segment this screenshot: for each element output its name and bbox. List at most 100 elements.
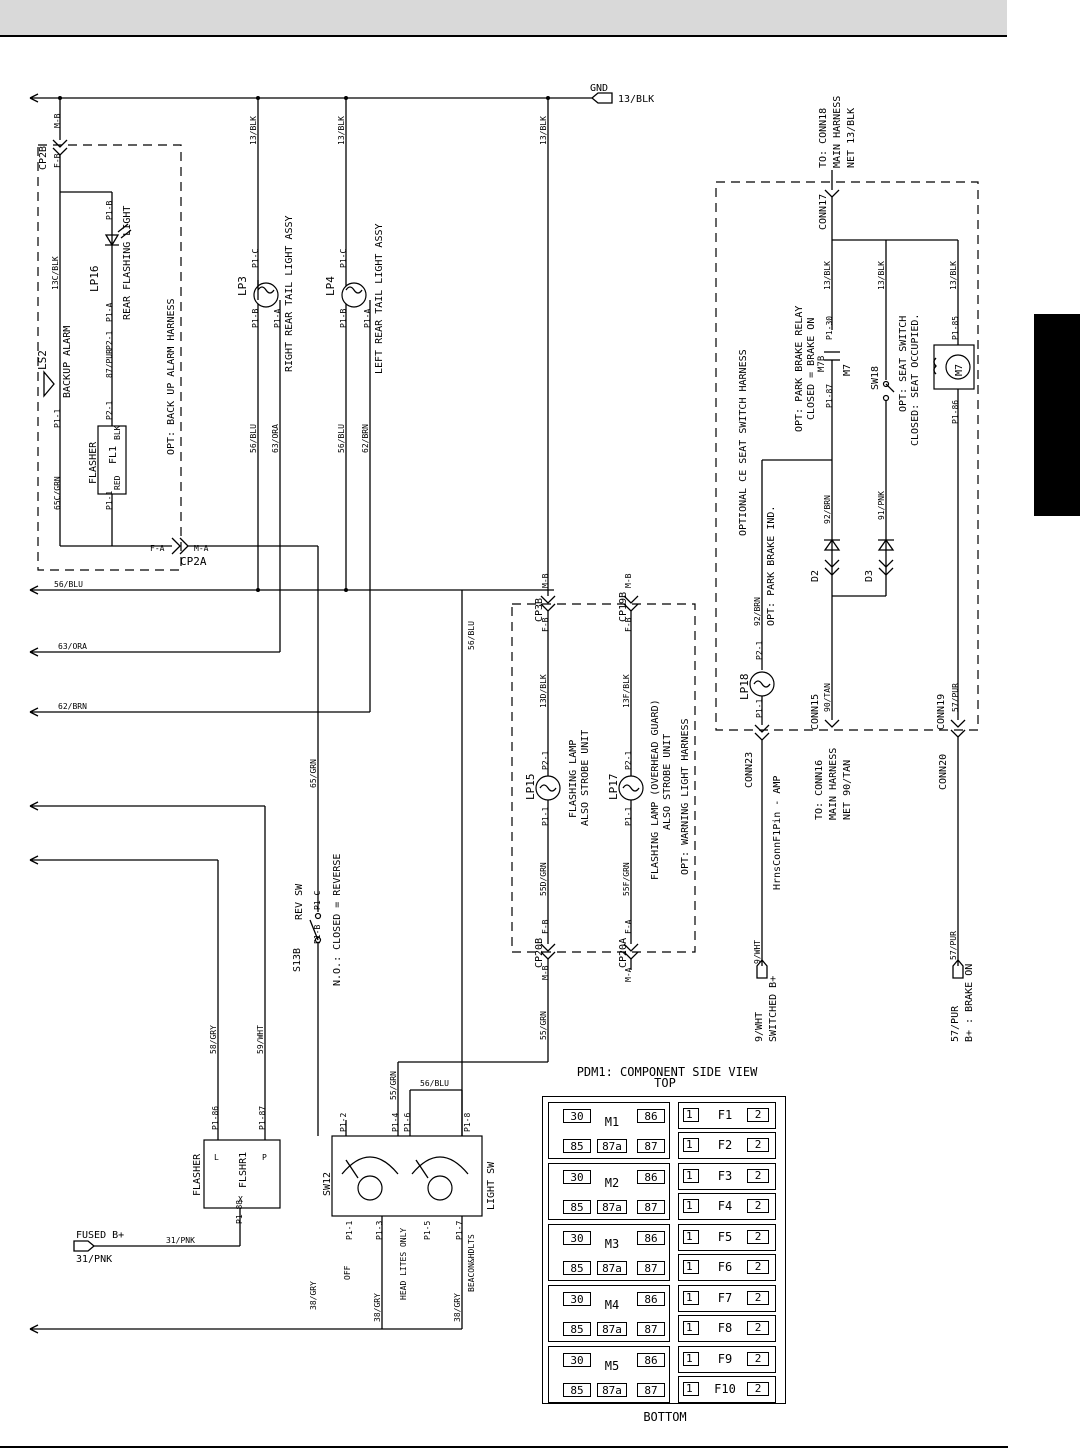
cp19b-label: CP19B — [618, 592, 629, 622]
fuse-name: F10 — [714, 1382, 736, 1396]
svg-text:CONN15: CONN15 — [810, 694, 821, 730]
svg-text:56/BLU: 56/BLU — [249, 424, 258, 453]
svg-text:M-B: M-B — [53, 113, 62, 128]
svg-text:13/BLK: 13/BLK — [539, 116, 548, 145]
fuse-pin-1: 1 — [683, 1169, 699, 1183]
svg-text:P1-86: P1-86 — [211, 1106, 220, 1130]
relay-name: M4 — [604, 1298, 620, 1312]
svg-text:F-A: F-A — [624, 919, 633, 934]
section-tab — [1034, 314, 1080, 516]
svg-text:F-B: F-B — [624, 617, 633, 632]
svg-text:LP17: LP17 — [607, 774, 620, 801]
svg-text:63/ORA: 63/ORA — [271, 424, 280, 453]
svg-text:F-B: F-B — [541, 617, 550, 632]
ground-bus: GND 13/BLK — [29, 83, 654, 105]
relay-terminal-t86: 86 — [637, 1231, 665, 1245]
svg-text:92/BRN: 92/BRN — [753, 597, 762, 626]
fuse-pin-1: 1 — [683, 1291, 699, 1305]
relay-terminal-t85: 85 — [563, 1322, 591, 1336]
fuse-pin-1: 1 — [683, 1230, 699, 1244]
svg-text:59/WHT: 59/WHT — [256, 1025, 265, 1054]
ls2-backup-alarm: LS2 BACKUP ALARM P1-1 P2-1 — [36, 326, 114, 428]
svg-text:LP3: LP3 — [236, 276, 249, 296]
fuse-name: F8 — [717, 1321, 733, 1335]
svg-text:P1-5: P1-5 — [423, 1221, 432, 1240]
relay-terminal-t85: 85 — [563, 1200, 591, 1214]
warning-light-harness: CP3B M-B F-B 13D/BLK LP15 FLASHING LAMP … — [461, 98, 696, 1136]
svg-text:FLSHR1: FLSHR1 — [238, 1152, 249, 1188]
backup-harness-note: OPT: BACK UP ALARM HARNESS — [166, 298, 177, 455]
svg-text:13/BLK: 13/BLK — [877, 261, 886, 290]
svg-text:P1-7: P1-7 — [455, 1221, 464, 1240]
svg-text:62/BRN: 62/BRN — [361, 424, 370, 453]
svg-text:F-A: F-A — [150, 544, 165, 553]
tail-lights: LP3 RIGHT REAR TAIL LIGHT ASSY P1-C P1-B… — [236, 98, 548, 712]
svg-text:92/BRN: 92/BRN — [823, 495, 832, 524]
svg-text:56/BLU: 56/BLU — [467, 621, 476, 650]
svg-text:P1-1: P1-1 — [541, 807, 550, 826]
fuse-pin-2: 2 — [747, 1352, 769, 1366]
fuse-pin-2: 2 — [747, 1291, 769, 1305]
relay-terminal-t87: 87 — [637, 1139, 665, 1153]
relay-terminal-t30: 30 — [563, 1231, 591, 1245]
svg-text:BLK: BLK — [113, 425, 122, 440]
svg-text:13/BLK: 13/BLK — [249, 116, 258, 145]
svg-text:CONN23: CONN23 — [744, 752, 755, 788]
svg-text:P2-1: P2-1 — [624, 751, 633, 770]
wire-62-brn-label: 62/BRN — [58, 702, 87, 711]
svg-text:58/GRY: 58/GRY — [209, 1025, 218, 1054]
gnd-net-label: 13/BLK — [618, 94, 654, 105]
relay-terminal-t87a: 87a — [597, 1139, 627, 1153]
svg-text:P1-2: P1-2 — [339, 1113, 348, 1132]
svg-text:P2-1: P2-1 — [541, 751, 550, 770]
fuse-name: F6 — [717, 1260, 733, 1274]
svg-text:P1-B: P1-B — [251, 309, 260, 328]
svg-text:P1-86: P1-86 — [951, 400, 960, 424]
fuse-pin-2: 2 — [747, 1230, 769, 1244]
svg-text:M7: M7 — [842, 364, 853, 376]
relay-terminal-t87a: 87a — [597, 1200, 627, 1214]
relay-terminal-t87a: 87a — [597, 1322, 627, 1336]
svg-text:P1-B: P1-B — [339, 309, 348, 328]
svg-text:P: P — [262, 1153, 267, 1162]
svg-text:BACKUP ALARM: BACKUP ALARM — [62, 326, 73, 398]
svg-text:31/PNK: 31/PNK — [166, 1236, 195, 1245]
svg-text:F-B: F-B — [53, 153, 62, 168]
svg-text:P1-4: P1-4 — [391, 1113, 400, 1132]
svg-text:M-A: M-A — [624, 967, 633, 982]
fuse-pin-2: 2 — [747, 1321, 769, 1335]
relay-terminal-t85: 85 — [563, 1261, 591, 1275]
svg-text:FLASHER: FLASHER — [192, 1153, 203, 1196]
svg-text:LS2: LS2 — [36, 350, 49, 370]
svg-text:M-B: M-B — [541, 965, 550, 980]
seat-switch-harness: TO: CONN18 MAIN HARNESS NET 13/BLK CONN1… — [715, 96, 979, 1042]
relay-terminal-t86: 86 — [637, 1353, 665, 1367]
svg-text:CONN17: CONN17 — [818, 194, 829, 230]
svg-text:57/PUR: 57/PUR — [949, 931, 958, 960]
fuse-pin-1: 1 — [683, 1199, 699, 1213]
svg-text:P2-1: P2-1 — [105, 331, 114, 350]
relay-terminal-t30: 30 — [563, 1292, 591, 1306]
svg-text:X: X — [238, 1195, 243, 1204]
fuse-name: F9 — [717, 1352, 733, 1366]
svg-text:REAR FLASHING LIGHT: REAR FLASHING LIGHT — [122, 206, 133, 320]
relay-terminal-t30: 30 — [563, 1109, 591, 1123]
svg-text:N.O.: CLOSED = REVERSE: N.O.: CLOSED = REVERSE — [332, 854, 343, 986]
relay-name: M2 — [604, 1176, 620, 1190]
svg-text:D3: D3 — [864, 570, 875, 582]
svg-text:P1-A: P1-A — [363, 309, 372, 328]
pdm1-component-view: PDM1: COMPONENT SIDE VIEW TOP — [542, 1064, 788, 1408]
fuse-name: F2 — [717, 1138, 733, 1152]
relay-terminal-t87: 87 — [637, 1322, 665, 1336]
relay-terminal-t87: 87 — [637, 1200, 665, 1214]
svg-text:13F/BLK: 13F/BLK — [622, 674, 631, 708]
svg-text:CLOSED = BRAKE ON: CLOSED = BRAKE ON — [806, 318, 817, 420]
svg-text:56/BLU: 56/BLU — [420, 1079, 449, 1088]
svg-text:RED: RED — [113, 475, 122, 490]
svg-text:OFF: OFF — [343, 1265, 352, 1280]
svg-text:57/PUR: 57/PUR — [951, 683, 960, 712]
relay-terminal-t86: 86 — [637, 1109, 665, 1123]
relay-terminal-t86: 86 — [637, 1292, 665, 1306]
